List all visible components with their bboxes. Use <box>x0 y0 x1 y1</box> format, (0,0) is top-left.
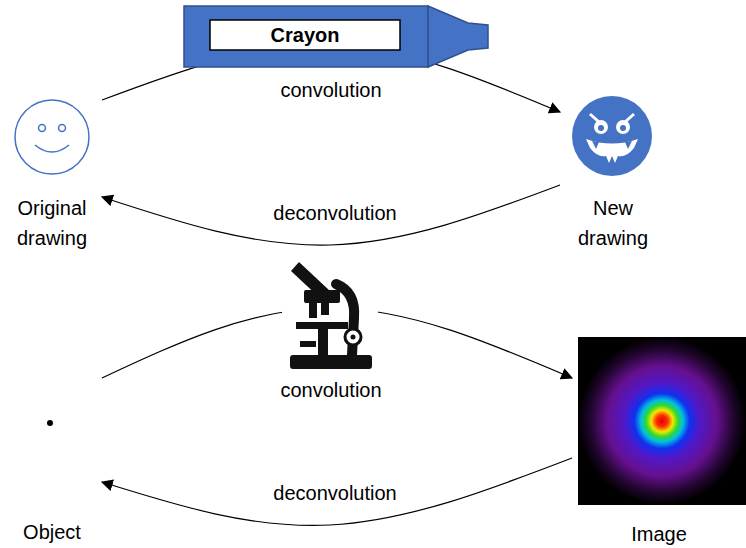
microscope-head <box>304 290 340 303</box>
edge-label: convolution <box>277 78 384 102</box>
object-point <box>47 420 53 426</box>
image-node: Image <box>572 335 746 548</box>
edge-label: convolution <box>277 378 384 402</box>
node-caption: Original drawing <box>2 193 102 253</box>
edge-label: deconvolution <box>270 201 399 225</box>
smiley-shape <box>2 95 102 247</box>
microscope-stage <box>296 322 348 329</box>
dot-shape <box>2 370 102 546</box>
microscope-knob <box>345 329 361 345</box>
face-pupil <box>598 125 604 131</box>
crayon-body <box>184 6 428 67</box>
face-eye <box>594 120 608 134</box>
monster-shape <box>560 95 666 247</box>
microscope-knob-center <box>351 335 356 340</box>
face-pupil <box>620 125 626 131</box>
face-mouth <box>586 139 638 163</box>
object-node: Object <box>2 370 102 546</box>
drawing-node: Original drawing <box>2 95 102 253</box>
drawing-node: New drawing <box>560 95 666 253</box>
crayon-node: Crayon <box>183 5 490 68</box>
curved-arrow <box>102 185 560 245</box>
edge-label: deconvolution <box>270 481 399 505</box>
microscope-base <box>290 355 372 369</box>
monster-face <box>572 96 652 176</box>
face-eye <box>39 125 46 132</box>
icon-ground <box>282 258 378 372</box>
point-spread-image <box>578 337 746 505</box>
face-smile <box>35 145 69 152</box>
node-caption: New drawing <box>560 193 666 253</box>
crayon-label: Crayon <box>210 20 400 50</box>
image-ground <box>578 337 746 505</box>
curved-arrow <box>102 458 572 525</box>
face-eye <box>59 125 66 132</box>
image-shape <box>572 335 746 548</box>
crayon-label-box <box>210 20 400 50</box>
smiley-face <box>15 100 89 174</box>
face-outline <box>15 100 89 174</box>
face-fang <box>592 141 632 149</box>
microscope-objective <box>321 303 329 315</box>
microscope-column <box>318 329 328 355</box>
node-caption: Object <box>2 520 102 544</box>
face-horn <box>590 114 634 122</box>
node-caption: Image <box>572 522 746 546</box>
microscope-objective <box>309 303 317 318</box>
face-eye <box>616 120 630 134</box>
microscope-lamp <box>300 341 316 347</box>
face-disc <box>572 96 652 176</box>
crayon-tip <box>428 6 488 67</box>
